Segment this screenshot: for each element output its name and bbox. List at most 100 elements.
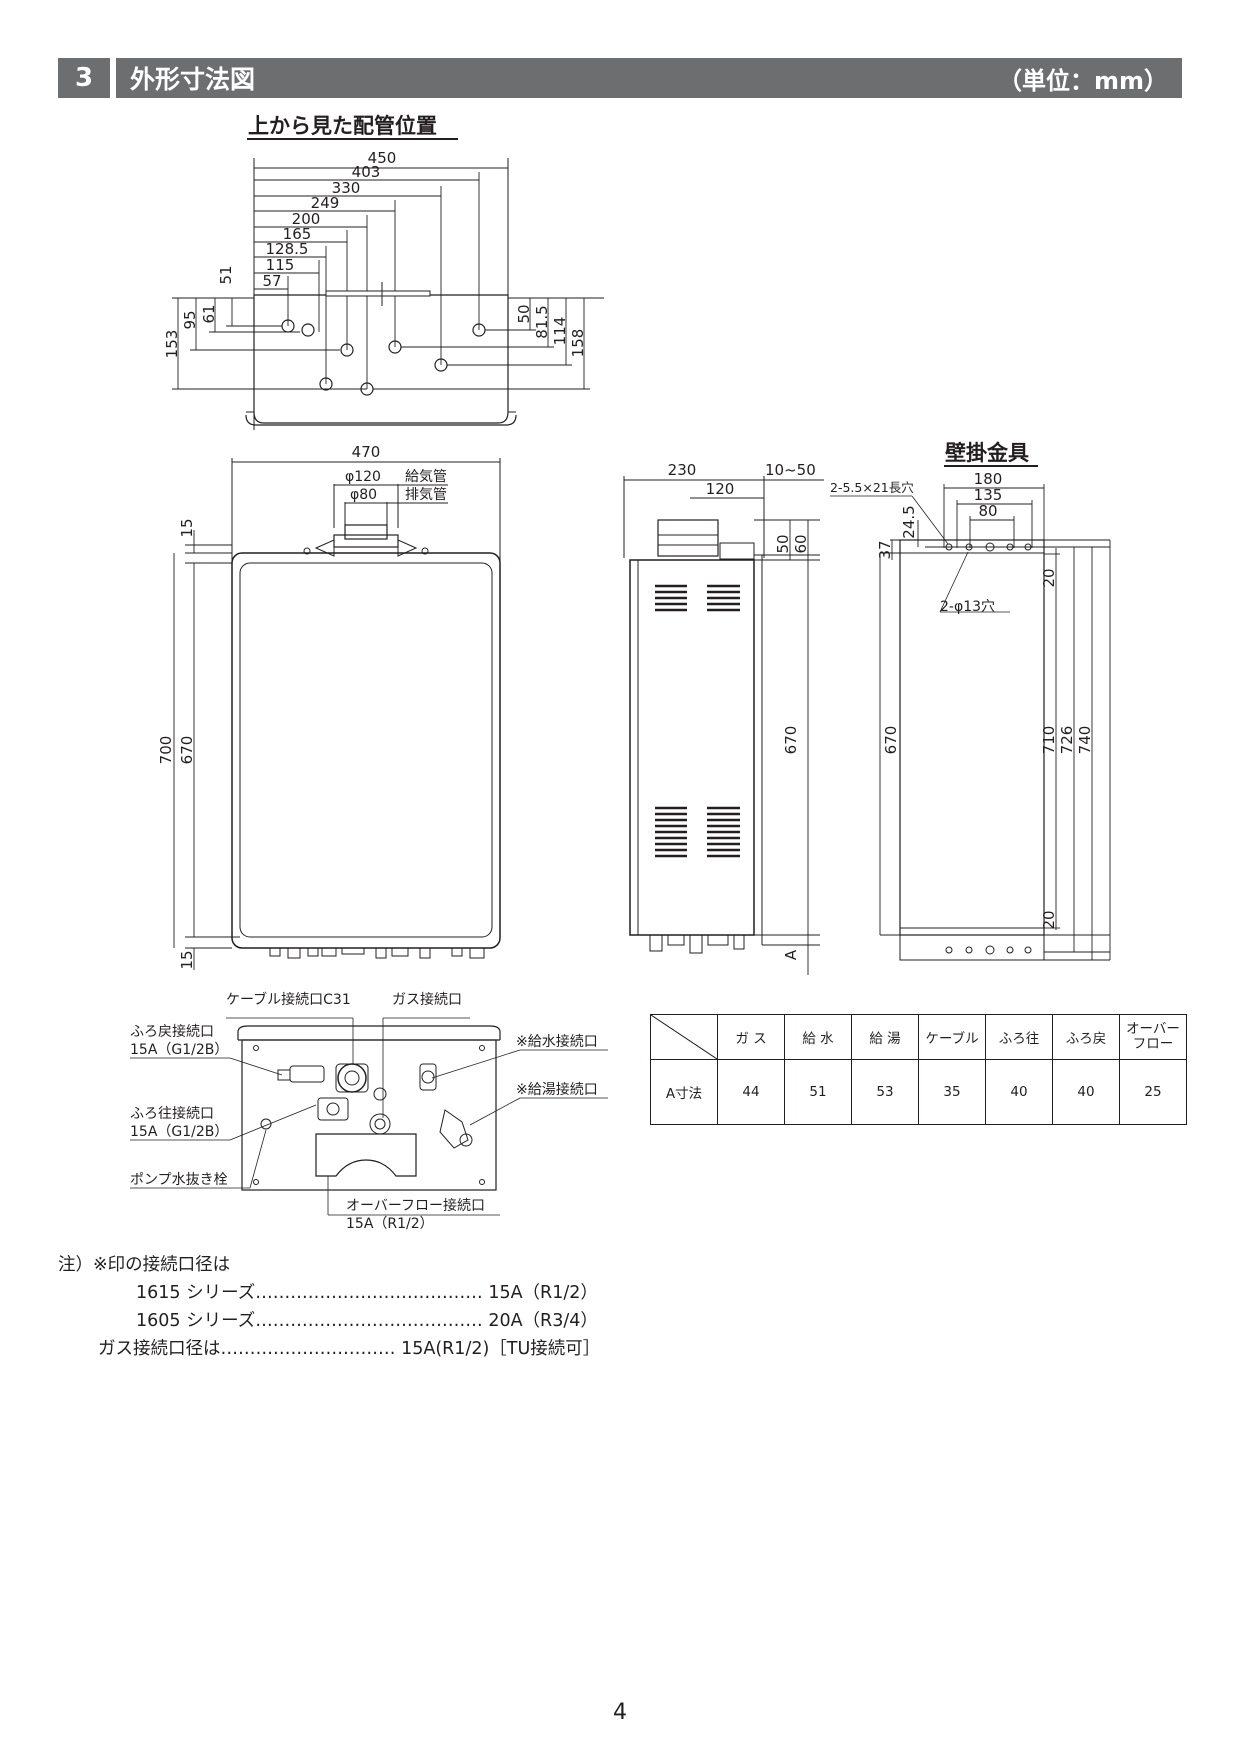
note-line3-leader: ………………………… — [220, 1339, 396, 1359]
dim-230: 230 — [668, 461, 697, 479]
dim-135: 135 — [974, 486, 1003, 504]
note-intro: 注）※印の接続口径は — [58, 1255, 231, 1275]
label-gas: ガス接続口 — [392, 991, 462, 1008]
dim-470: 470 — [352, 443, 381, 461]
dim-180: 180 — [974, 470, 1003, 488]
dim-128-5: 128.5 — [266, 240, 309, 258]
dim-165: 165 — [283, 225, 312, 243]
dim-670-bracket: 670 — [882, 726, 900, 755]
label-supply: ふろ往接続口 — [130, 1105, 214, 1122]
label-pump: ポンプ水抜き栓 — [130, 1172, 228, 1188]
section-header: 3 外形寸法図 （単位：mm） — [58, 58, 1182, 98]
dim-80: 80 — [978, 502, 997, 520]
pipe1-dia: φ120 — [345, 469, 381, 485]
note-line2-label: 1605 シリーズ — [136, 1311, 256, 1331]
dim-81-5: 81.5 — [533, 305, 551, 338]
dim-740: 740 — [1076, 726, 1094, 755]
note-line1-value: 15A（R1/2） — [488, 1283, 598, 1303]
a-header-overflow-line2: フロー — [1132, 1036, 1174, 1052]
note-line2-value: 20A（R3/4） — [488, 1311, 598, 1331]
dim-57: 57 — [262, 272, 281, 290]
dim-20-top: 20 — [1040, 568, 1058, 587]
dim-114: 114 — [551, 317, 569, 346]
label-hot: ※給湯接続口 — [516, 1081, 598, 1098]
note-line3-label: ガス接続口径は — [98, 1339, 221, 1359]
dim-120: 120 — [706, 480, 735, 498]
label-overflow-size: 15A（R1/2） — [346, 1216, 434, 1232]
dim-450: 450 — [368, 149, 397, 167]
dim-95: 95 — [181, 310, 199, 329]
pipe2-dia: φ80 — [350, 487, 377, 503]
bottom-view: ケーブル接続口C31 ガス接続口 ふろ戻接続口 15A（G1/2B） ※給水接続… — [130, 991, 608, 1232]
side-vents — [655, 584, 740, 858]
note-line1-label: 1615 シリーズ — [136, 1283, 256, 1303]
bracket-title: 壁掛金具 — [945, 441, 1029, 465]
a-table-header-row: ガ ス 給 水 給 湯 ケーブル ふろ往 ふろ戻 オーバー フロー — [650, 1014, 1187, 1060]
top-h-dims — [254, 167, 508, 389]
a-header-gas: ガ ス — [717, 1014, 785, 1060]
section-number: 3 — [58, 58, 110, 98]
note-line2: 1605 シリーズ………………………………… 20A（R3/4） — [136, 1308, 598, 1334]
label-supply-size: 15A（G1/2B） — [130, 1124, 228, 1140]
dim-249: 249 — [311, 194, 340, 212]
dim-153: 153 — [163, 330, 181, 359]
page-number: 4 — [613, 1700, 627, 1725]
dim-a-side: A — [782, 949, 800, 960]
a-header-cable: ケーブル — [918, 1014, 986, 1060]
a-value-cable: 35 — [918, 1059, 986, 1125]
dim-710: 710 — [1040, 726, 1058, 755]
a-value-gas: 44 — [717, 1059, 785, 1125]
dim-700: 700 — [157, 736, 175, 765]
a-value-hot: 53 — [851, 1059, 919, 1125]
a-value-supply: 40 — [985, 1059, 1053, 1125]
dim-10-50: 10~50 — [765, 461, 816, 479]
note-line1-leader: ………………………………… — [255, 1283, 483, 1303]
dim-50-side: 50 — [774, 534, 792, 553]
label-cable: ケーブル接続口C31 — [226, 991, 351, 1008]
side-view: 230 120 10~50 — [623, 461, 824, 975]
a-header-return: ふろ戻 — [1052, 1014, 1120, 1060]
dim-158: 158 — [569, 329, 587, 358]
dim-200: 200 — [292, 210, 321, 228]
a-value-overflow: 25 — [1119, 1059, 1187, 1125]
note-line3: ガス接続口径は………………………… 15A(R1/2)［TU接続可］ — [98, 1336, 600, 1362]
label-overflow: オーバーフロー接続口 — [346, 1197, 485, 1214]
a-header-overflow: オーバー フロー — [1119, 1014, 1187, 1060]
note-line2-leader: ………………………………… — [255, 1311, 483, 1331]
pipe1-label: 給気管 — [405, 469, 447, 485]
top-view-title: 上から見た配管位置 — [248, 114, 437, 138]
a-header-hot: 給 湯 — [851, 1014, 919, 1060]
a-table-value-row: A寸法 44 51 53 35 40 40 25 — [650, 1059, 1187, 1125]
a-value-return: 40 — [1052, 1059, 1120, 1125]
dim-670-front: 670 — [178, 736, 196, 765]
dim-20-bottom: 20 — [1040, 910, 1058, 929]
a-value-water: 51 — [784, 1059, 852, 1125]
dim-24-5: 24.5 — [900, 505, 918, 538]
section-title-bar: 外形寸法図 （単位：mm） — [116, 58, 1182, 98]
dim-403: 403 — [352, 163, 381, 181]
dim-726: 726 — [1058, 726, 1076, 755]
pipe2-label: 排気管 — [405, 487, 447, 503]
front-view: 470 φ120 給気管 φ80 排気管 — [157, 443, 501, 970]
a-table-corner — [650, 1014, 718, 1060]
note-line1: 1615 シリーズ………………………………… 15A（R1/2） — [136, 1280, 598, 1306]
dim-15-bottom: 15 — [178, 950, 196, 969]
bracket-slot: 2-5.5×21長穴 — [830, 480, 914, 495]
a-row-label: A寸法 — [650, 1059, 718, 1125]
label-return-size: 15A（G1/2B） — [130, 1042, 228, 1058]
dim-15-top: 15 — [178, 518, 196, 537]
unit-label: （単位：mm） — [997, 66, 1168, 95]
dim-51: 51 — [217, 265, 235, 284]
dim-37: 37 — [876, 540, 894, 559]
dim-60-side: 60 — [792, 534, 810, 553]
a-header-supply: ふろ往 — [985, 1014, 1053, 1060]
a-header-water: 給 水 — [784, 1014, 852, 1060]
bracket-view: 壁掛金具 2-5.5×21長穴 180 135 80 — [830, 441, 1111, 961]
label-return: ふろ戻接続口 — [130, 1023, 214, 1040]
dim-61: 61 — [200, 304, 218, 323]
top-view: 上から見た配管位置 450 403 330 249 200 165 128.5 … — [163, 114, 604, 430]
note-line3-value: 15A(R1/2)［TU接続可］ — [401, 1339, 601, 1359]
a-header-overflow-line1: オーバー — [1126, 1021, 1180, 1037]
dim-115: 115 — [266, 256, 295, 274]
